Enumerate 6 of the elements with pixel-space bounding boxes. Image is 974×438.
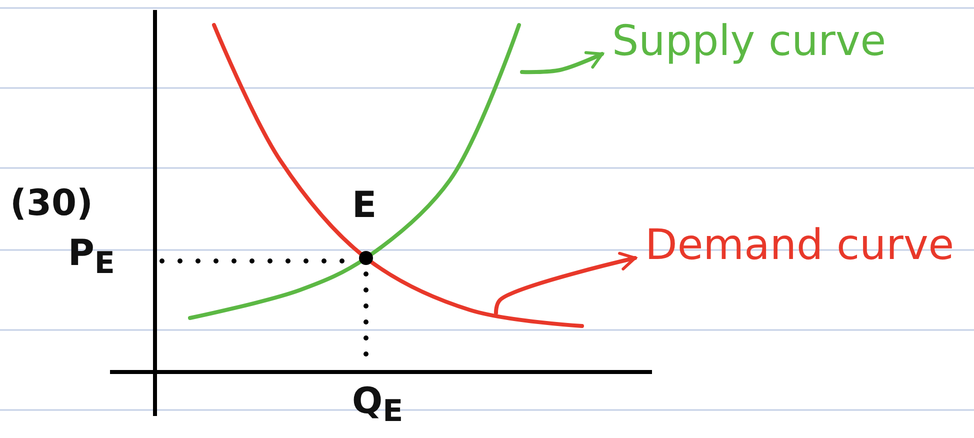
axis-label: Q$_{E}$ — [352, 382, 404, 428]
curve-label: Supply curve — [612, 18, 886, 64]
curve-label: Demand curve — [645, 222, 954, 268]
price-value: (30) — [10, 184, 94, 224]
axis-label: P$_{E}$ — [68, 234, 115, 280]
point-label: E — [352, 186, 377, 226]
